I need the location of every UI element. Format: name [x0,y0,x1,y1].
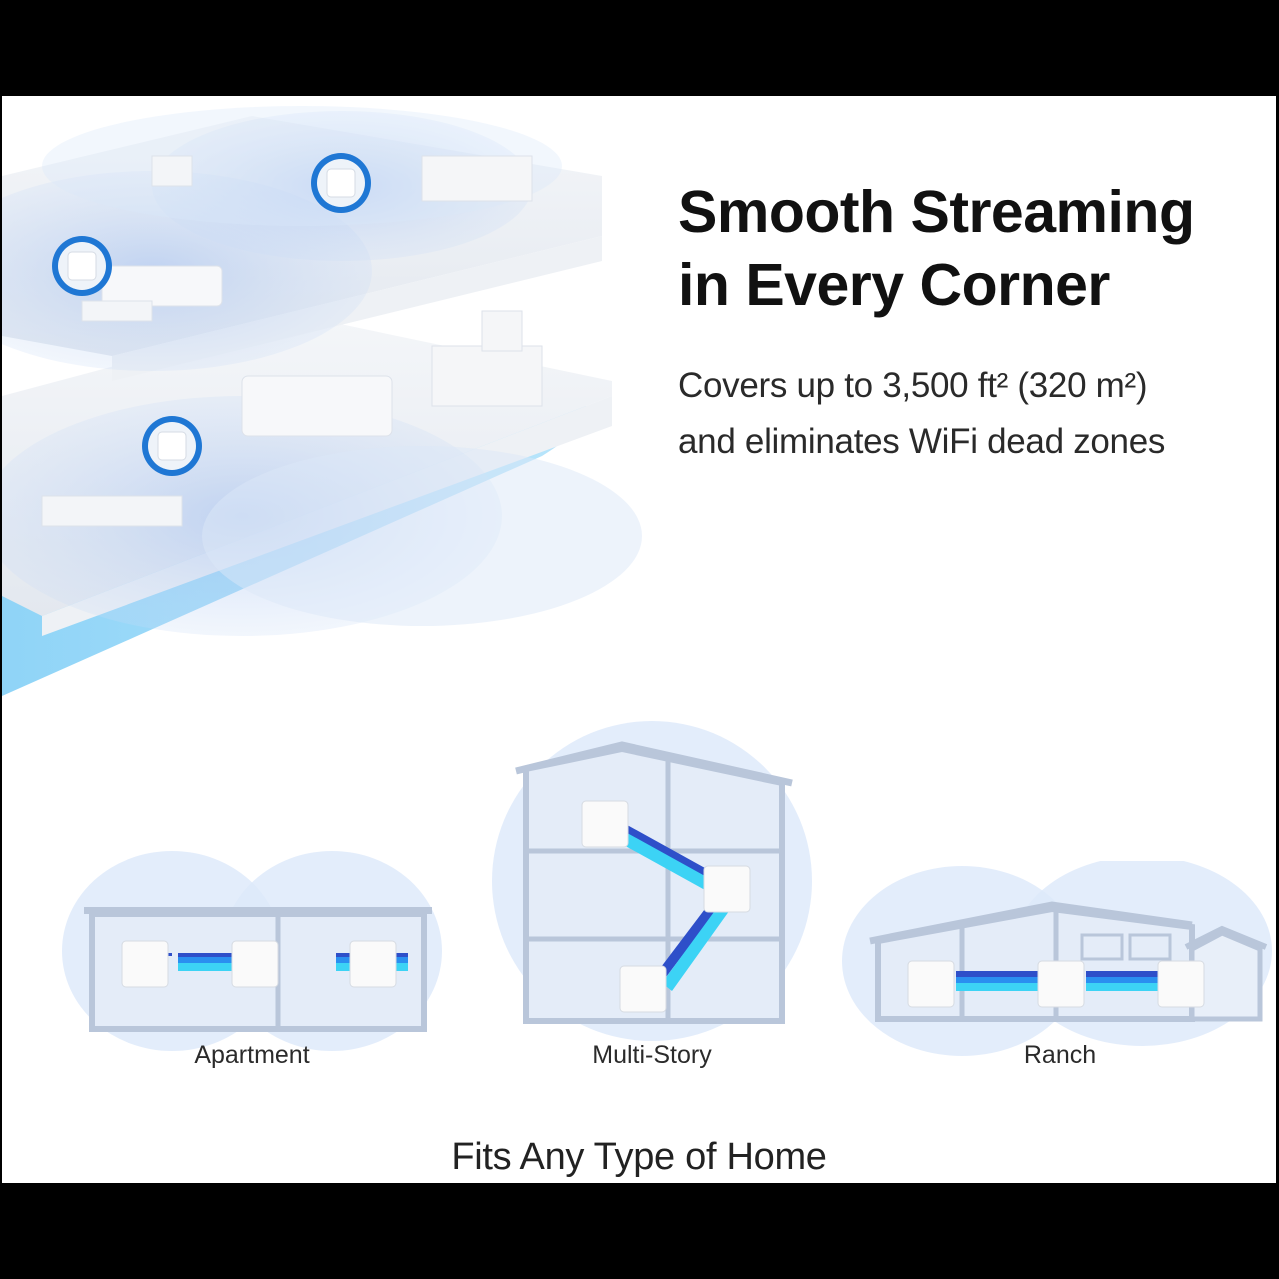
headline-line-1: Smooth Streaming [678,179,1195,245]
mesh-node-badge-lower [142,416,202,476]
mesh-node-badge-upper-left [52,236,112,296]
coverage-subcopy: Covers up to 3,500 ft² (320 m²) and elim… [678,358,1165,470]
home-type-label: Multi-Story [592,1041,712,1069]
home-type-apartment: Apartment [62,841,442,1081]
home-type-multi-story: Multi-Story [492,721,812,1081]
product-feature-panel: Smooth Streaming in Every Corner Covers … [2,96,1276,1183]
apartment-house-icon [62,851,442,1051]
subcopy-line-1: Covers up to 3,500 ft² (320 m²) [678,366,1148,405]
multi-story-house-icon [492,721,812,1041]
mesh-node-badge-upper-right [311,153,371,213]
isometric-home-illustration [2,106,642,696]
home-type-ranch: Ranch [842,861,1276,1081]
headline: Smooth Streaming in Every Corner [678,176,1195,322]
ranch-house-icon [842,861,1272,1056]
headline-line-2: in Every Corner [678,252,1110,318]
home-type-label: Apartment [194,1041,310,1069]
subcopy-line-2: and eliminates WiFi dead zones [678,422,1166,461]
footer-caption: Fits Any Type of Home [451,1136,827,1178]
home-type-label: Ranch [1023,1041,1097,1069]
